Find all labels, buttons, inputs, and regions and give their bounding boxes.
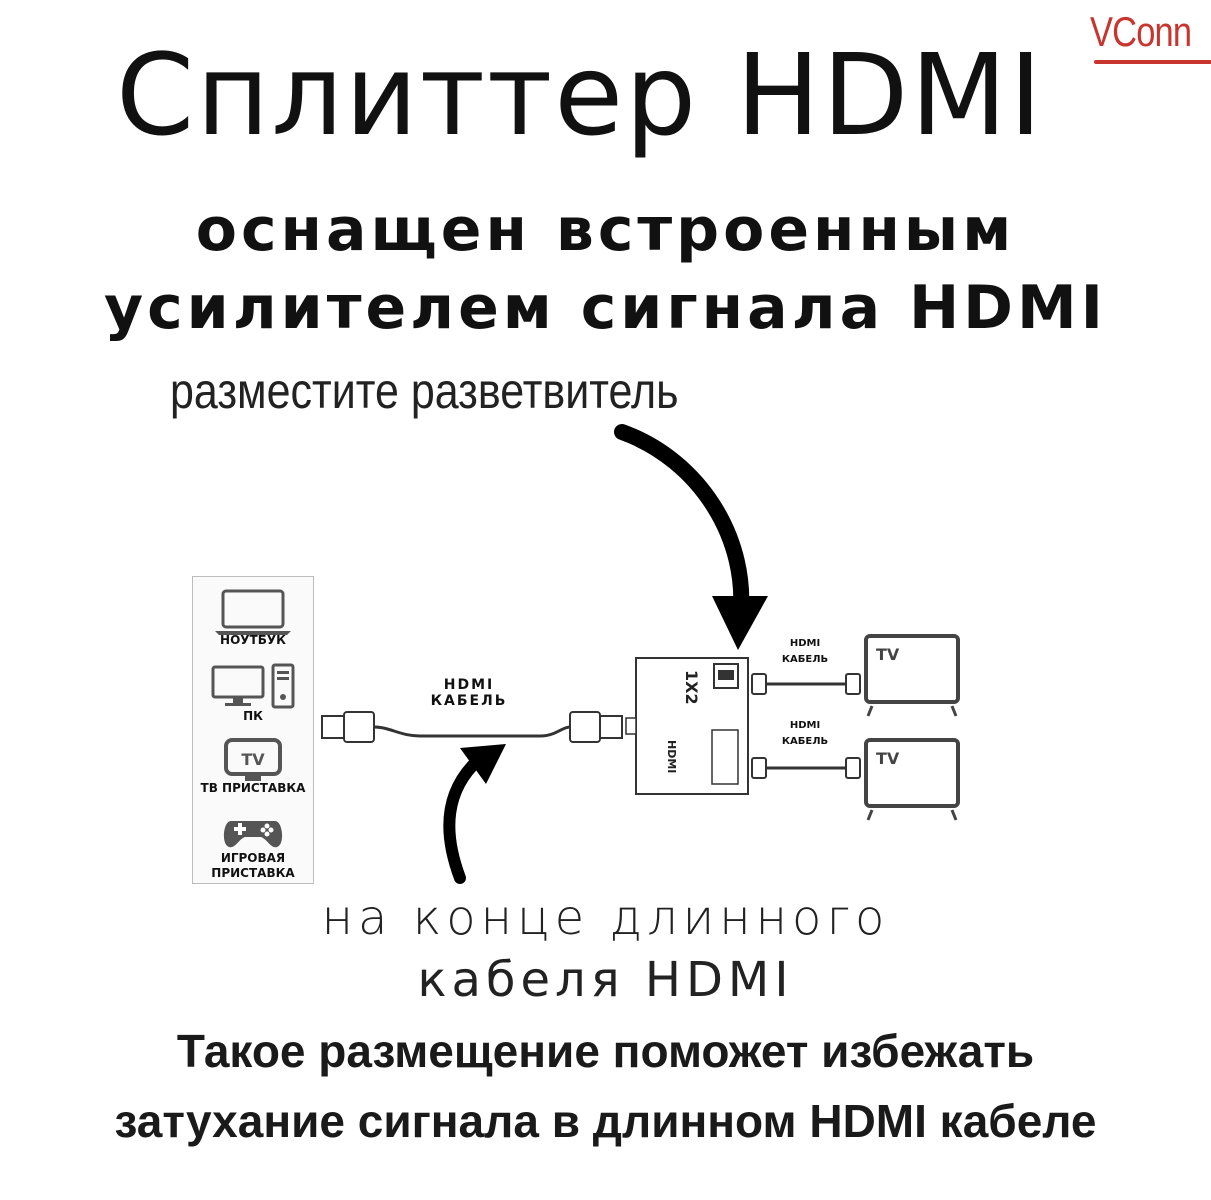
out-cable-label-1a: HDMI (789, 638, 821, 649)
source-label-pc: ПК (243, 709, 263, 723)
source-label-tv-box: ТВ ПРИСТАВКА (200, 781, 306, 795)
output-cable-2 (751, 757, 861, 779)
splitter-device: HDMI 1X2 (625, 657, 749, 795)
out-cable-label-2a: HDMI (789, 720, 821, 731)
subtitle-line-1: оснащен встроенным (195, 195, 1016, 265)
footer-line-2: затухание сигнала в длинном HDMI кабеле (114, 1095, 1097, 1147)
arrow-up-icon (443, 744, 506, 884)
main-hdmi-cable (321, 711, 623, 743)
tv-icon: TV (864, 738, 960, 821)
tv-icon: TV (864, 634, 960, 717)
out-cable-label-1b: КАБЕЛЬ (781, 654, 829, 665)
source-devices-panel: НОУТБУК ПК TV ТВ ПРИСТАВКА ИГРОВАЯ ПРИСТ… (192, 576, 314, 884)
footer-line-1: Такое размещение поможет избежать (176, 1025, 1035, 1077)
pc-icon (211, 663, 295, 709)
out-cable-label-2b: КАБЕЛЬ (781, 736, 829, 747)
page-title: Сплиттер HDMI (115, 31, 1044, 161)
place-caption: разместите разветвитель (170, 363, 679, 419)
tv-label-1: TV (876, 645, 900, 664)
source-label-laptop: НОУТБУК (220, 633, 286, 647)
output-cable-1 (751, 673, 861, 695)
end-caption-line-2: кабеля HDMI (417, 952, 794, 1008)
main-cable-label-2: КАБЕЛЬ (430, 693, 508, 709)
splitter-model: 1X2 (682, 670, 701, 705)
brand-logo-underline (1094, 60, 1211, 64)
tv-box-icon: TV (224, 738, 282, 781)
tv-label-2: TV (876, 749, 900, 768)
splitter-name: HDMI (665, 740, 678, 773)
brand-logo: VConn (1090, 8, 1192, 55)
source-label-console: ИГРОВАЯ ПРИСТАВКА (211, 851, 295, 880)
main-cable-label-1: HDMI (443, 677, 495, 693)
end-caption-line-1: на конце длинного (321, 890, 890, 946)
arrow-down-icon (614, 424, 768, 650)
laptop-icon (215, 589, 291, 635)
subtitle-line-2: усилителем сигнала HDMI (103, 273, 1107, 343)
gamepad-icon (223, 821, 283, 848)
tv-box-icon-text: TV (241, 750, 265, 769)
